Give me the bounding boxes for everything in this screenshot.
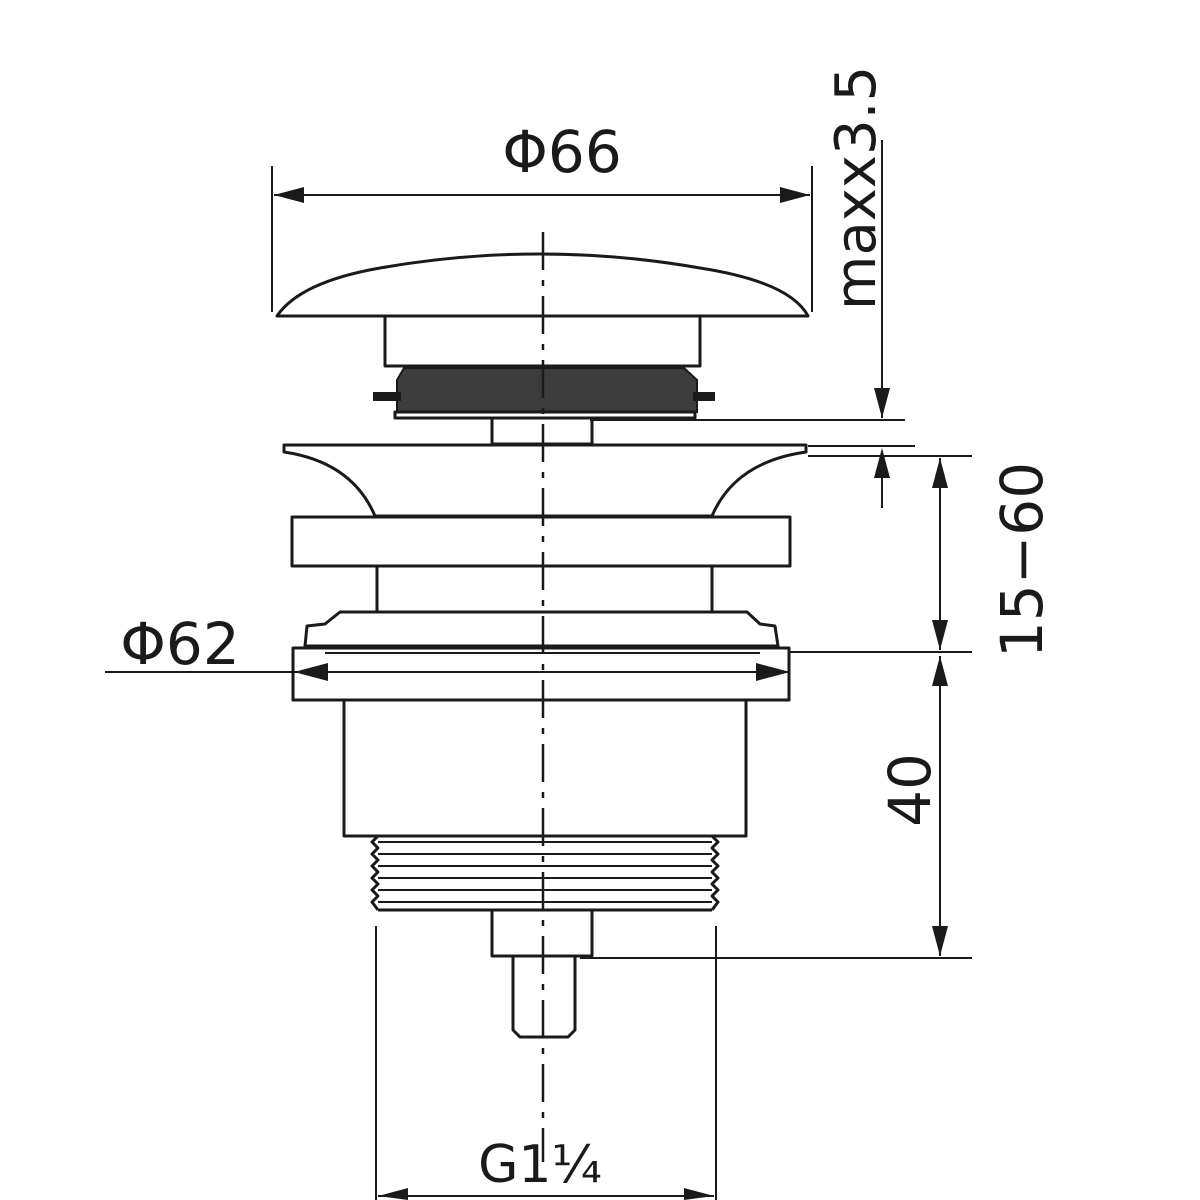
lower-body — [342, 698, 748, 838]
max-gap-dimension: maxx3.5 — [590, 66, 915, 508]
body-height-label: 40 — [876, 753, 944, 827]
thread-dimension: G1¼ — [375, 926, 717, 1200]
flange-diameter-label: Φ62 — [120, 610, 239, 678]
counter-thickness-label: 15−60 — [988, 462, 1056, 658]
lock-nut — [303, 610, 780, 648]
max-gap-label: maxx3.5 — [824, 66, 889, 310]
counter-thickness-dimension: 15−60 — [790, 455, 1056, 658]
threaded-section — [370, 834, 720, 912]
flange-diameter-dimension: Φ62 — [105, 610, 790, 681]
cap-diameter-dimension: Φ66 — [271, 118, 813, 312]
cap — [275, 252, 810, 318]
cap-diameter-label: Φ66 — [502, 118, 621, 186]
washer — [291, 646, 791, 702]
thread-label: G1¼ — [478, 1135, 602, 1195]
body-collar — [290, 515, 792, 568]
seal-ring — [373, 367, 715, 420]
body-neck — [375, 566, 714, 612]
basin-flange — [282, 443, 808, 518]
body-height-dimension: 40 — [580, 656, 972, 959]
